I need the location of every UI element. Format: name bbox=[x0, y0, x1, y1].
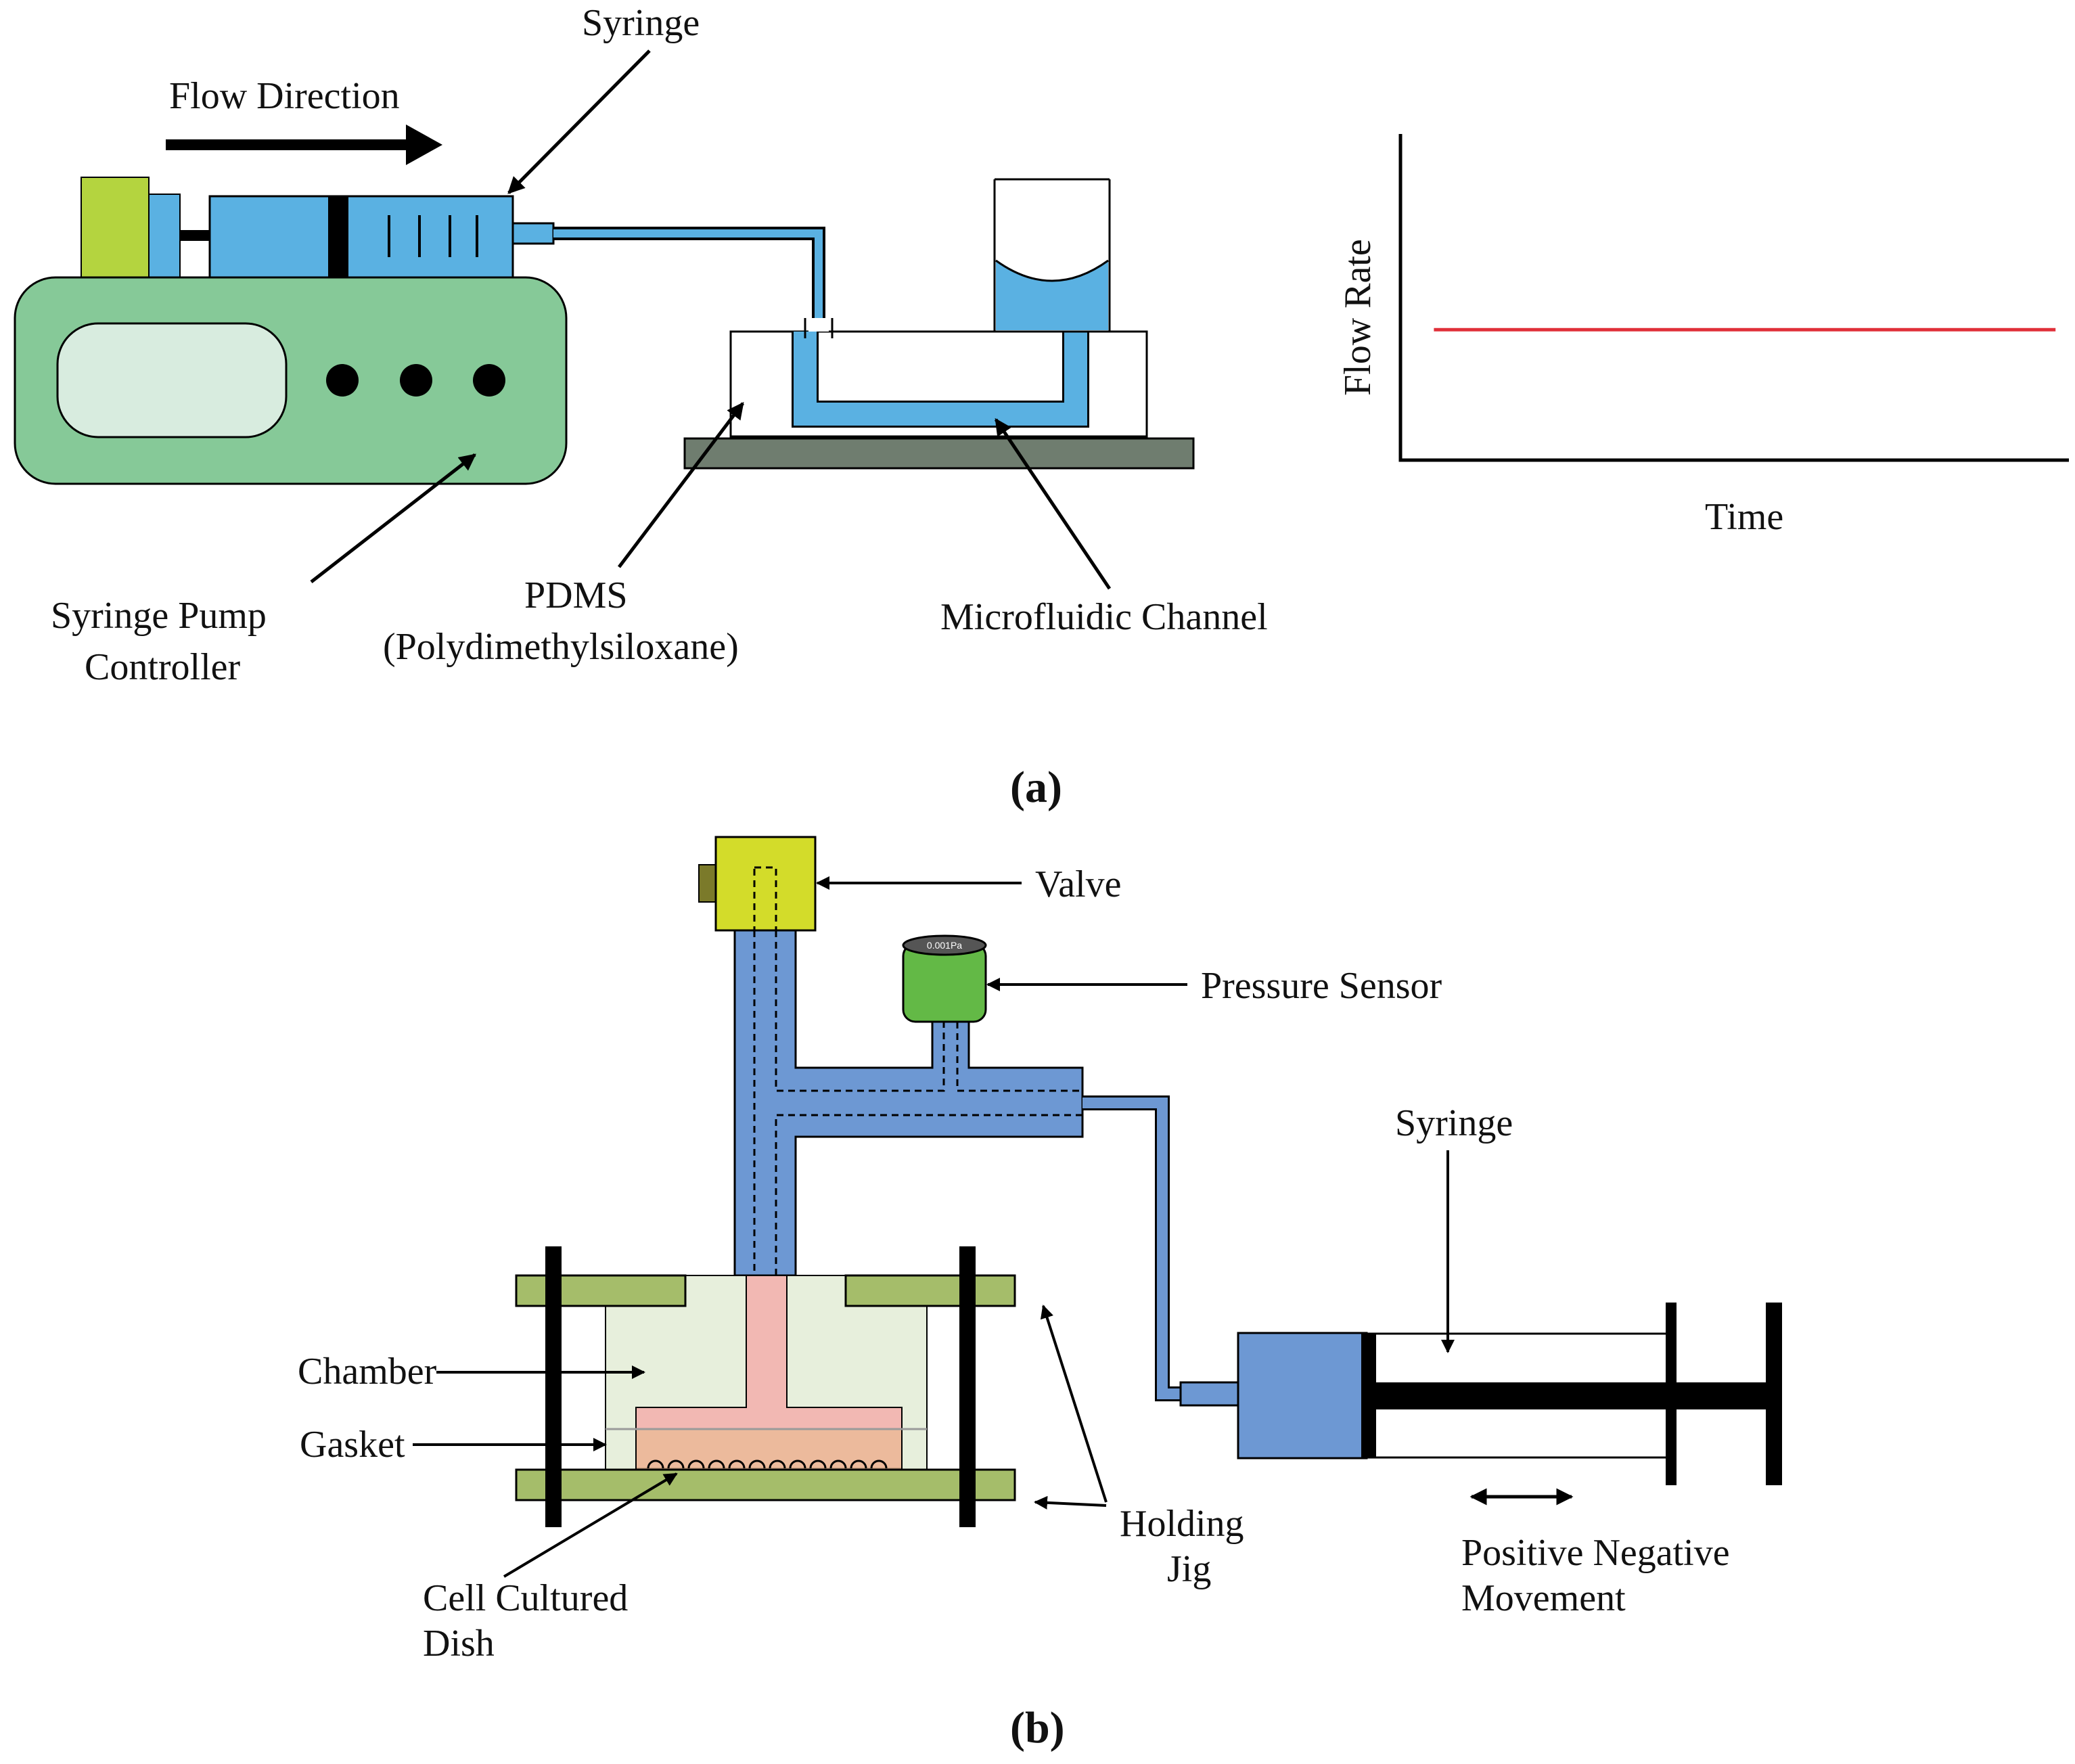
pdms-chip bbox=[683, 318, 1195, 470]
syringe-label-a: Syringe bbox=[582, 2, 700, 44]
reservoir-fluid bbox=[996, 261, 1108, 330]
syringe-barrel bbox=[208, 195, 514, 279]
pump-label-line1: Syringe Pump bbox=[51, 595, 267, 637]
jig-bottom bbox=[515, 1468, 1016, 1501]
tube-network bbox=[733, 929, 1239, 1407]
valve-knob bbox=[698, 864, 716, 903]
pdms-arrow bbox=[618, 402, 744, 568]
sensor-display bbox=[902, 934, 987, 956]
pump-button bbox=[473, 364, 505, 397]
chamber-label: Chamber bbox=[298, 1351, 437, 1393]
jig-top-right bbox=[844, 1274, 1016, 1307]
pump-clamp bbox=[81, 177, 150, 279]
jig-arrow-top bbox=[1040, 1305, 1108, 1503]
flow-rate-chart: Time Flow Rate bbox=[1337, 134, 2069, 538]
pdms-label-line1: PDMS bbox=[524, 574, 628, 616]
valve-body bbox=[714, 836, 817, 932]
chart-axes bbox=[1398, 134, 2069, 462]
glass-substrate bbox=[683, 437, 1195, 470]
jig-bolt-right bbox=[959, 1246, 976, 1527]
movement-label-line1: Positive Negative bbox=[1461, 1532, 1730, 1574]
channel-arrow bbox=[994, 417, 1112, 590]
chart-y-axis-label: Flow Rate bbox=[1337, 239, 1379, 396]
syringe-b bbox=[1237, 1303, 1782, 1485]
syringe-nozzle bbox=[511, 222, 555, 245]
syringe-arrow bbox=[507, 49, 651, 194]
cell-layer bbox=[647, 1460, 888, 1469]
jig-bolt-left bbox=[545, 1246, 562, 1527]
side-tube bbox=[1082, 1098, 1191, 1399]
pdms-label-line2: (Polydimethylsiloxane) bbox=[383, 626, 739, 668]
outlet-reservoir bbox=[993, 178, 1111, 333]
channel-label: Microfluidic Channel bbox=[940, 596, 1268, 638]
dish-label-line1: Cell Cultured bbox=[423, 1577, 628, 1619]
pump-pusher bbox=[148, 194, 181, 279]
jig-label-line2: Jig bbox=[1167, 1548, 1211, 1590]
gasket bbox=[635, 1428, 903, 1470]
syringe-label-b: Syringe bbox=[1395, 1102, 1513, 1144]
pump-label-line2: Controller bbox=[85, 646, 241, 688]
pump-screen bbox=[56, 322, 288, 438]
valve-label: Valve bbox=[1035, 863, 1122, 905]
panel-a: Flow Direction bbox=[14, 2, 2069, 812]
syringe-b-thumb-rest bbox=[1766, 1303, 1782, 1485]
pump-button bbox=[326, 364, 359, 397]
syringe-a bbox=[208, 195, 555, 279]
syringe-b-rod bbox=[1373, 1382, 1773, 1409]
microfluidic-channel bbox=[794, 332, 1087, 426]
tubing bbox=[553, 229, 823, 332]
valve bbox=[698, 836, 817, 932]
gasket-label: Gasket bbox=[300, 1424, 405, 1466]
syringe-plunger bbox=[328, 196, 348, 277]
caption-b: (b) bbox=[1010, 1703, 1065, 1752]
caption-a: (a) bbox=[1010, 763, 1062, 812]
movement-label-line2: Movement bbox=[1461, 1577, 1626, 1619]
sensor-readout: 0.001Pa bbox=[927, 940, 962, 951]
syringe-pump-controller bbox=[14, 177, 568, 485]
tubing-outline bbox=[553, 227, 825, 332]
chamber-assembly bbox=[515, 1246, 1016, 1527]
pressure-sensor: 0.001Pa bbox=[902, 934, 987, 1023]
pump-arrow bbox=[310, 453, 476, 583]
chart-x-axis-label: Time bbox=[1705, 496, 1783, 538]
pressure-sensor-label: Pressure Sensor bbox=[1201, 965, 1442, 1007]
panel-b: 0.001Pa Valve Pressure bbox=[298, 836, 1782, 1752]
jig-top-left bbox=[515, 1274, 687, 1307]
jig-label-line1: Holding bbox=[1120, 1503, 1244, 1545]
jig-arrow-bottom bbox=[1034, 1495, 1107, 1510]
syringe-b-plunger-head bbox=[1361, 1333, 1376, 1458]
flow-direction-arrow bbox=[166, 125, 442, 165]
syringe-b-barrel-fluid bbox=[1237, 1332, 1368, 1460]
dish-arrow bbox=[503, 1472, 678, 1578]
pump-button bbox=[400, 364, 432, 397]
flow-direction-label: Flow Direction bbox=[169, 75, 400, 117]
internal-channel bbox=[753, 930, 1082, 1275]
dish-label-line2: Dish bbox=[423, 1623, 495, 1665]
